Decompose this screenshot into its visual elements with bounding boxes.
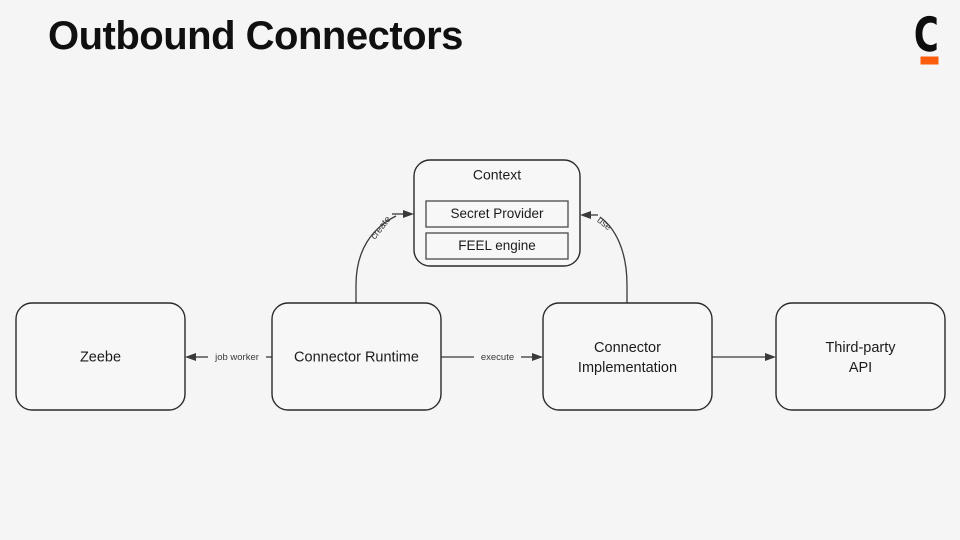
node-zeebe-label: Zeebe	[80, 349, 121, 365]
node-connector-implementation-box	[542, 302, 713, 411]
edge-use-arrowhead	[580, 211, 591, 219]
node-feel-engine[interactable]: FEEL engine	[425, 232, 569, 260]
edge-job-worker-label: job worker	[214, 352, 259, 363]
node-connector-implementation-label-line2: Implementation	[578, 360, 677, 376]
edge-execute-arrowhead	[532, 353, 543, 361]
logo-letter-c	[915, 15, 937, 52]
node-connector-implementation[interactable]: Connector Implementation	[542, 302, 713, 411]
edge-execute-label: execute	[481, 352, 514, 363]
node-context-label: Context	[473, 167, 521, 183]
node-context[interactable]: Context Secret Provider FEEL engine	[413, 159, 581, 267]
node-third-party-api-label-line1: Third-party	[825, 340, 896, 356]
edge-create: create	[355, 210, 414, 303]
edge-create-label: create	[369, 214, 394, 242]
edge-create-curve	[355, 215, 397, 303]
node-connector-implementation-label-line1: Connector	[594, 340, 661, 356]
edge-create-arrowhead	[403, 210, 414, 218]
node-feel-engine-label: FEEL engine	[458, 238, 536, 253]
node-connector-runtime-box	[271, 302, 442, 411]
logo-accent-bar	[920, 56, 939, 65]
node-secret-provider[interactable]: Secret Provider	[425, 200, 569, 228]
node-secret-provider-box	[425, 200, 569, 228]
edge-job-worker-arrowhead	[185, 353, 196, 361]
node-secret-provider-label: Secret Provider	[450, 206, 544, 221]
node-connector-runtime-label: Connector Runtime	[294, 349, 419, 365]
edge-job-worker: job worker	[185, 352, 272, 363]
edge-use-curve	[599, 216, 628, 303]
page-title: Outbound Connectors	[48, 14, 463, 58]
edge-use: use	[580, 211, 628, 303]
camunda-logo	[915, 15, 939, 65]
node-zeebe-box	[15, 302, 186, 411]
edge-execute: execute	[441, 352, 543, 363]
node-feel-engine-box	[425, 232, 569, 260]
edge-use-label: use	[595, 215, 614, 233]
node-third-party-api-box	[775, 302, 946, 411]
node-third-party-api[interactable]: Third-party API	[775, 302, 946, 411]
node-zeebe[interactable]: Zeebe	[15, 302, 186, 411]
edge-implementation-to-api	[711, 353, 776, 361]
edge-implementation-to-api-arrowhead	[765, 353, 776, 361]
node-connector-runtime[interactable]: Connector Runtime	[271, 302, 442, 411]
node-third-party-api-label-line2: API	[849, 360, 872, 376]
